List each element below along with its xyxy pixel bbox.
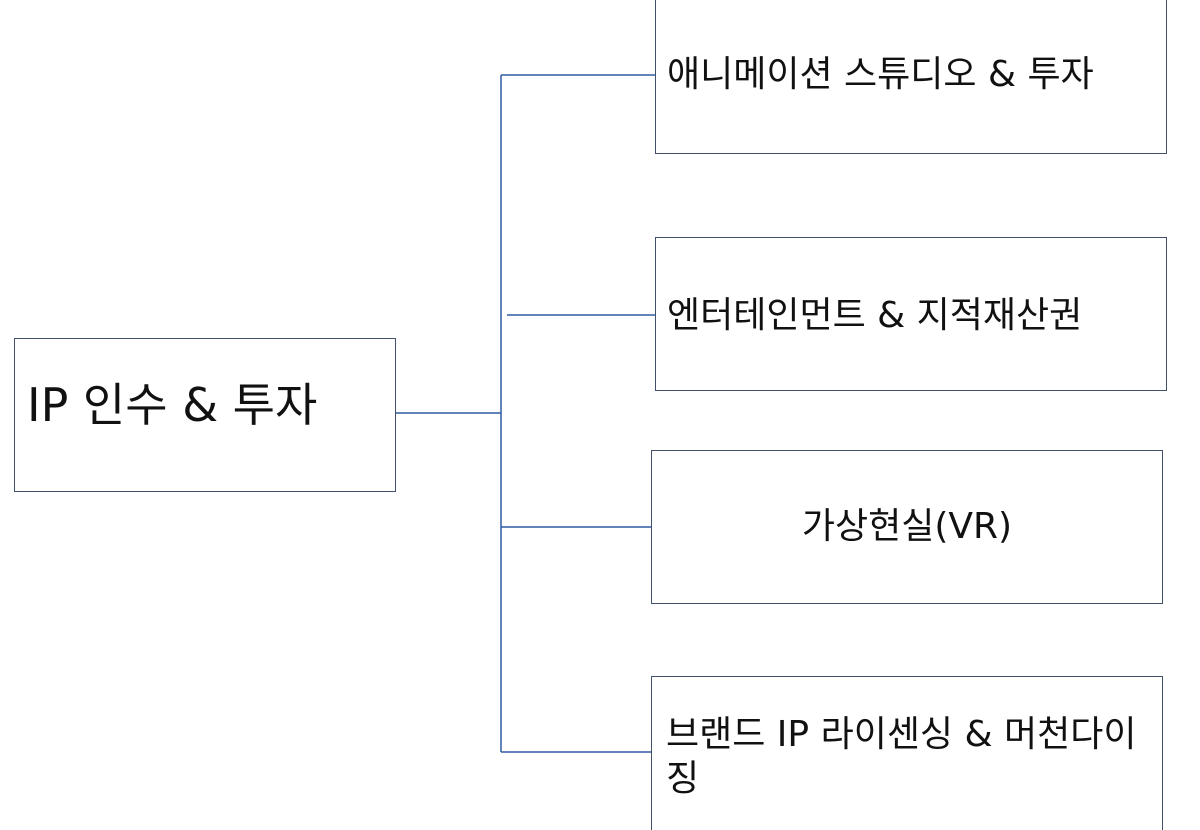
child-node-label: 브랜드 IP 라이센싱 & 머천다이징 — [666, 714, 1137, 799]
child-node-entertainment-ip: 엔터테인먼트 & 지적재산권 — [655, 237, 1167, 391]
root-node: IP 인수 & 투자 — [14, 338, 396, 492]
child-node-animation-studio: 애니메이션 스튜디오 & 투자 — [655, 0, 1167, 154]
child-node-label: 가상현실(VR) — [801, 506, 1013, 547]
root-node-label: IP 인수 & 투자 — [27, 378, 318, 432]
child-node-virtual-reality: 가상현실(VR) — [651, 450, 1163, 604]
child-node-label: 애니메이션 스튜디오 & 투자 — [667, 54, 1094, 95]
child-node-label: 엔터테인먼트 & 지적재산권 — [667, 295, 1083, 336]
child-node-brand-licensing: 브랜드 IP 라이센싱 & 머천다이징 — [651, 676, 1163, 830]
